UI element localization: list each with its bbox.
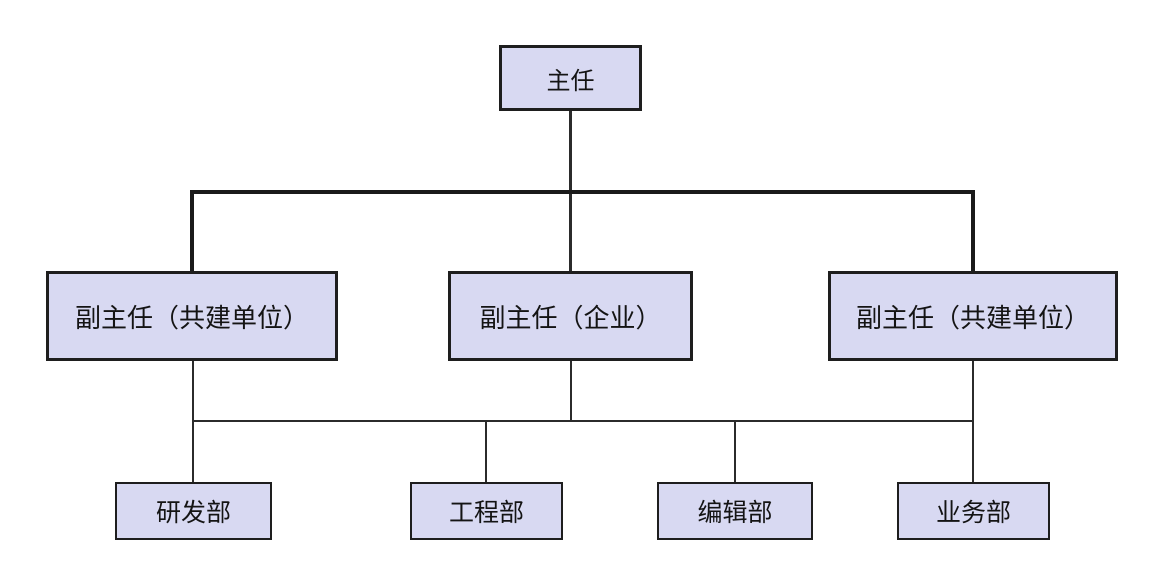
- node-deputy-right-label: 副主任（共建单位）: [855, 302, 1090, 333]
- node-dept-business: 业务部: [897, 482, 1050, 540]
- node-deputy-left: 副主任（共建单位）: [46, 271, 338, 361]
- node-dept-business-label: 业务部: [935, 499, 1011, 527]
- node-deputy-middle-label: 副主任（企业）: [479, 302, 662, 333]
- connector-deputy-right-drop: [971, 190, 975, 272]
- connector-deputy-left-drop: [190, 190, 194, 272]
- connector-level3-horizontal: [192, 420, 974, 422]
- node-dept-rd-label: 研发部: [155, 499, 231, 527]
- node-dept-editorial-label: 编辑部: [697, 499, 773, 527]
- connector-dept-engineering-drop: [485, 420, 487, 482]
- node-dept-engineering: 工程部: [410, 482, 563, 540]
- connector-dept-editorial-drop: [734, 420, 736, 482]
- node-dept-engineering-label: 工程部: [448, 499, 524, 527]
- node-deputy-middle: 副主任（企业）: [448, 271, 693, 361]
- node-dept-editorial: 编辑部: [657, 482, 813, 540]
- node-deputy-left-label: 副主任（共建单位）: [74, 302, 309, 333]
- connector-deputy-middle-to-bus: [570, 361, 572, 421]
- node-dept-rd: 研发部: [115, 482, 272, 540]
- node-director: 主任: [499, 45, 642, 111]
- connector-level2-horizontal: [190, 190, 975, 194]
- node-deputy-right: 副主任（共建单位）: [828, 271, 1118, 361]
- node-director-label: 主任: [546, 67, 595, 95]
